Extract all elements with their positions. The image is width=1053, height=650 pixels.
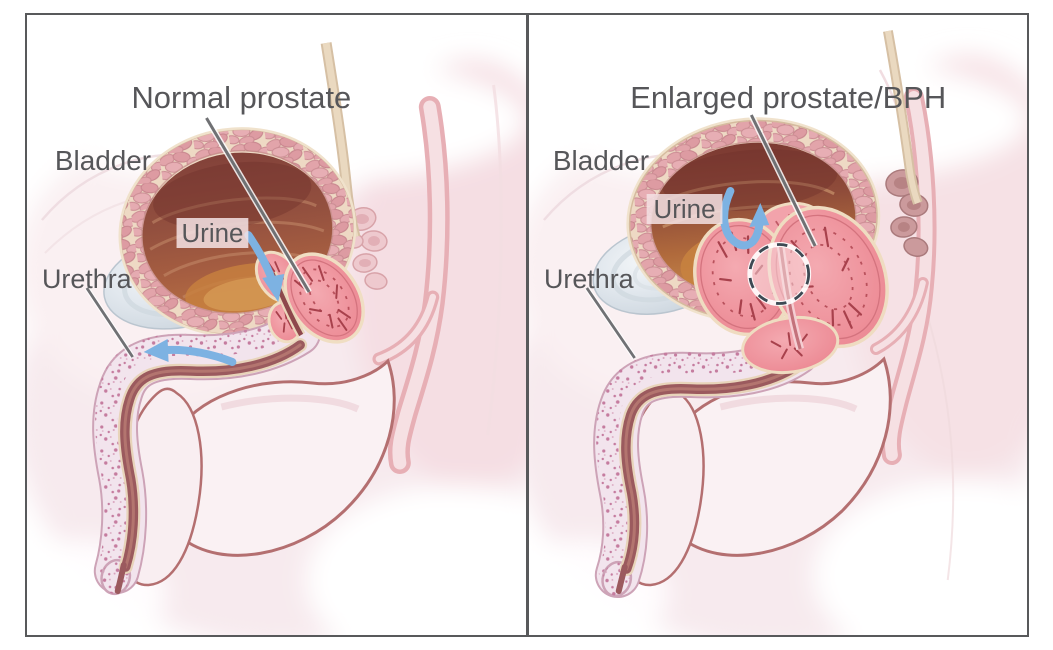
- urine-reflux-arrow: [719, 187, 769, 250]
- corpus-cavernosum: [95, 310, 308, 580]
- body-contour-line: [486, 84, 503, 436]
- rectum: [869, 87, 937, 465]
- panel-title: Enlarged prostate/BPH: [630, 80, 946, 115]
- panel-normal-prostate: Normal prostate Bladder Urine Urethra: [27, 15, 526, 635]
- urethra-leader-line: [84, 286, 135, 359]
- urethra-leader-line: [584, 286, 637, 360]
- title-leader-line: [748, 113, 818, 248]
- penis-urethra-tube: [92, 310, 322, 596]
- urine-flow-down-arrow: [244, 231, 285, 302]
- rectum: [372, 96, 450, 474]
- prostate: [254, 250, 365, 344]
- urethra-label: Urethra: [42, 264, 132, 294]
- panel-title: Normal prostate: [131, 80, 351, 115]
- bladder-label: Bladder: [55, 145, 151, 176]
- narrowed-urethra-dashed-circle: [747, 243, 810, 305]
- panel-enlarged-prostate: Enlarged prostate/BPH Bladder Urine Uret…: [525, 15, 1027, 635]
- urine-flow-left-arrow: [143, 339, 237, 366]
- vas-deferens: [882, 30, 923, 205]
- urine-label-bg: [176, 218, 249, 248]
- corpus-cavernosum: [595, 330, 805, 584]
- seminal-vesicle: [344, 207, 388, 290]
- urethra-label: Urethra: [543, 264, 633, 294]
- urine-label: Urine: [653, 194, 715, 224]
- bph-illustration: Enlarged prostate/BPH Bladder Urine Uret…: [528, 15, 1027, 635]
- prostate-enlarged: [692, 201, 889, 375]
- urine-label-bg: [646, 194, 722, 224]
- penis-urethra-tube: [592, 330, 819, 598]
- bladder-label: Bladder: [552, 145, 648, 176]
- normal-prostate-illustration: Normal prostate Bladder Urine Urethra: [27, 15, 526, 635]
- title-leader-line: [203, 116, 312, 294]
- urine-label: Urine: [181, 218, 243, 248]
- bladder-wall: [121, 130, 354, 334]
- figure-frame: Normal prostate Bladder Urine Urethra: [25, 13, 1029, 637]
